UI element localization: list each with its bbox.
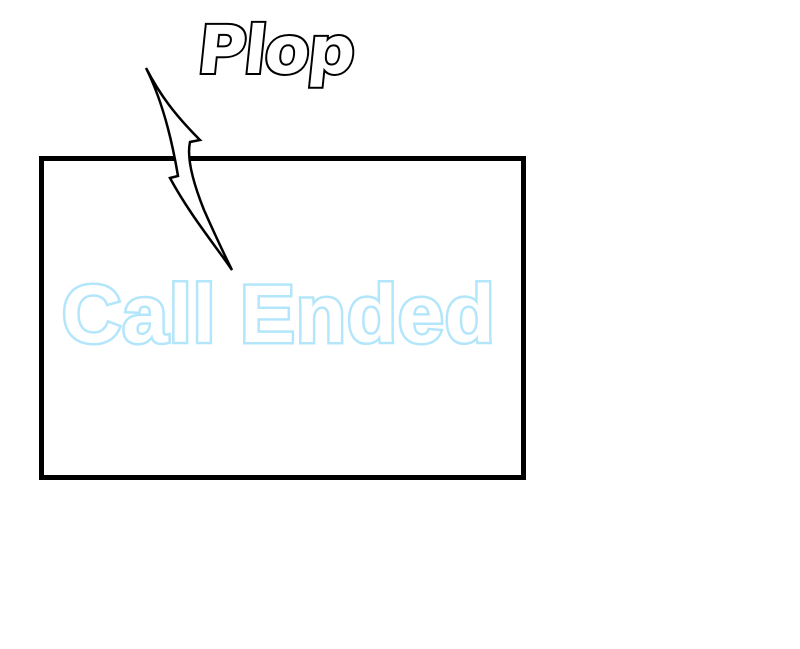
- comic-panel: [39, 156, 526, 480]
- sound-effect-text: Plop: [192, 10, 360, 91]
- call-ended-message: Call Ended: [60, 267, 498, 363]
